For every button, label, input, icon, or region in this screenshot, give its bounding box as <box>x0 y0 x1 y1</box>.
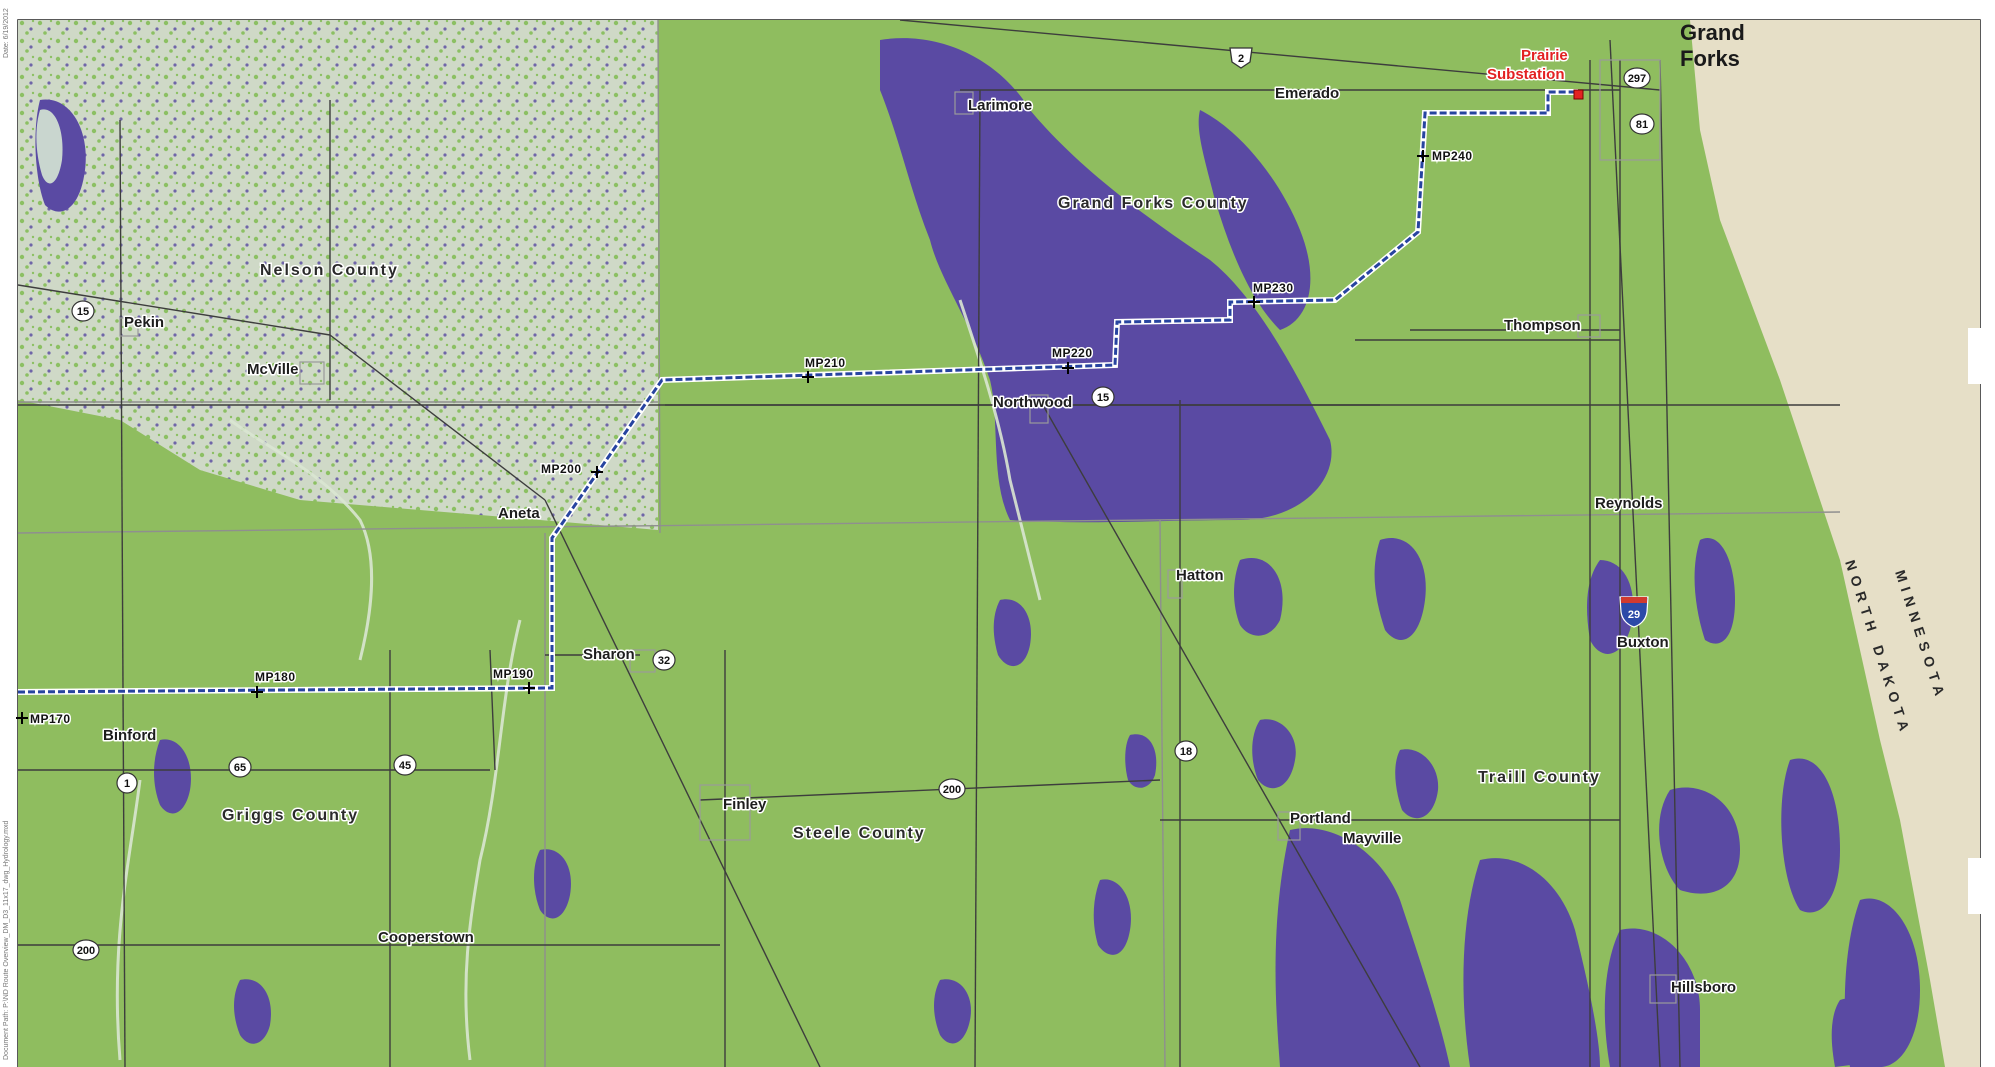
label-larimore: Larimore <box>968 97 1032 114</box>
label-mp190: MP190 <box>493 667 534 681</box>
label-sharon: Sharon <box>583 646 635 663</box>
edge-tab-upper <box>1968 328 1995 384</box>
roads <box>18 20 1840 1067</box>
label-mp180: MP180 <box>255 670 296 684</box>
margin-note-top: Date: 6/19/2012 <box>3 8 10 58</box>
label-cooperstown: Cooperstown <box>378 929 474 946</box>
milepost-markers <box>16 150 1429 724</box>
label-northwood: Northwood <box>993 394 1072 411</box>
edge-tab-lower <box>1968 858 1995 914</box>
label-mp230: MP230 <box>1253 281 1294 295</box>
r200-shield-east: 200 <box>938 778 966 800</box>
minnesota-area <box>1690 20 1980 1067</box>
r81-shield: 81 <box>1629 113 1655 135</box>
label-mp210: MP210 <box>805 356 846 370</box>
label-steele-county: Steele County <box>793 825 926 842</box>
rivers <box>115 299 1042 1061</box>
label-pekin: Pekin <box>124 314 164 331</box>
r200-shield-west: 200 <box>72 939 100 961</box>
r18-shield: 18 <box>1174 740 1198 762</box>
r65-shield: 65 <box>228 756 252 778</box>
label-portland: Portland <box>1290 810 1351 827</box>
label-griggs-county: Griggs County <box>222 807 359 824</box>
r1-shield: 1 <box>116 772 138 794</box>
label-hatton: Hatton <box>1176 567 1224 584</box>
svg-text:81: 81 <box>1636 119 1648 131</box>
label-substation-line1: Prairie <box>1521 47 1568 64</box>
label-binford: Binford <box>103 727 156 744</box>
label-substation-line2: Substation <box>1487 66 1565 83</box>
label-grand: Grand <box>1680 20 1745 45</box>
label-nelson-county: Nelson County <box>260 262 399 279</box>
label-finley: Finley <box>723 796 767 813</box>
label-mp170: MP170 <box>30 712 71 726</box>
svg-text:2: 2 <box>1238 53 1244 65</box>
r297-shield: 297 <box>1623 67 1651 89</box>
label-mcville: McVille <box>247 361 298 378</box>
route-shields: 2 297 81 15 15 32 65 45 <box>71 47 1655 961</box>
svg-text:65: 65 <box>234 762 246 774</box>
label-thompson: Thompson <box>1504 317 1581 334</box>
prairie-substation-marker[interactable] <box>1573 89 1584 100</box>
i29-shield: 29 <box>1619 596 1649 628</box>
svg-text:18: 18 <box>1180 746 1192 758</box>
label-reynolds: Reynolds <box>1595 495 1663 512</box>
label-grand-forks-county: Grand Forks County <box>1058 195 1249 212</box>
svg-text:45: 45 <box>399 760 411 772</box>
r45-shield: 45 <box>393 754 417 776</box>
svg-text:32: 32 <box>658 655 670 667</box>
label-mp220: MP220 <box>1052 346 1093 360</box>
us2-shield: 2 <box>1229 47 1253 69</box>
county-boundaries <box>18 20 1841 1067</box>
label-traill-county: Traill County <box>1478 769 1601 786</box>
margin-note-left: Document Path: P:\ND Route Overview_DM_D… <box>3 820 10 1060</box>
svg-text:29: 29 <box>1628 609 1640 621</box>
svg-text:15: 15 <box>77 306 89 318</box>
svg-text:1: 1 <box>124 778 130 790</box>
label-mp240: MP240 <box>1432 149 1473 163</box>
label-hillsboro: Hillsboro <box>1671 979 1736 996</box>
label-forks: Forks <box>1680 46 1740 71</box>
svg-text:15: 15 <box>1097 392 1109 404</box>
r15-shield-west: 15 <box>71 300 95 322</box>
svg-text:200: 200 <box>943 784 961 796</box>
r15-shield-east: 15 <box>1091 386 1115 408</box>
label-buxton: Buxton <box>1617 634 1669 651</box>
svg-text:200: 200 <box>77 945 95 957</box>
label-mayville: Mayville <box>1343 830 1401 847</box>
label-aneta: Aneta <box>498 505 540 522</box>
label-emerado: Emerado <box>1275 85 1339 102</box>
r32-shield: 32 <box>652 649 676 671</box>
label-mp200: MP200 <box>541 462 582 476</box>
svg-text:297: 297 <box>1628 73 1646 85</box>
